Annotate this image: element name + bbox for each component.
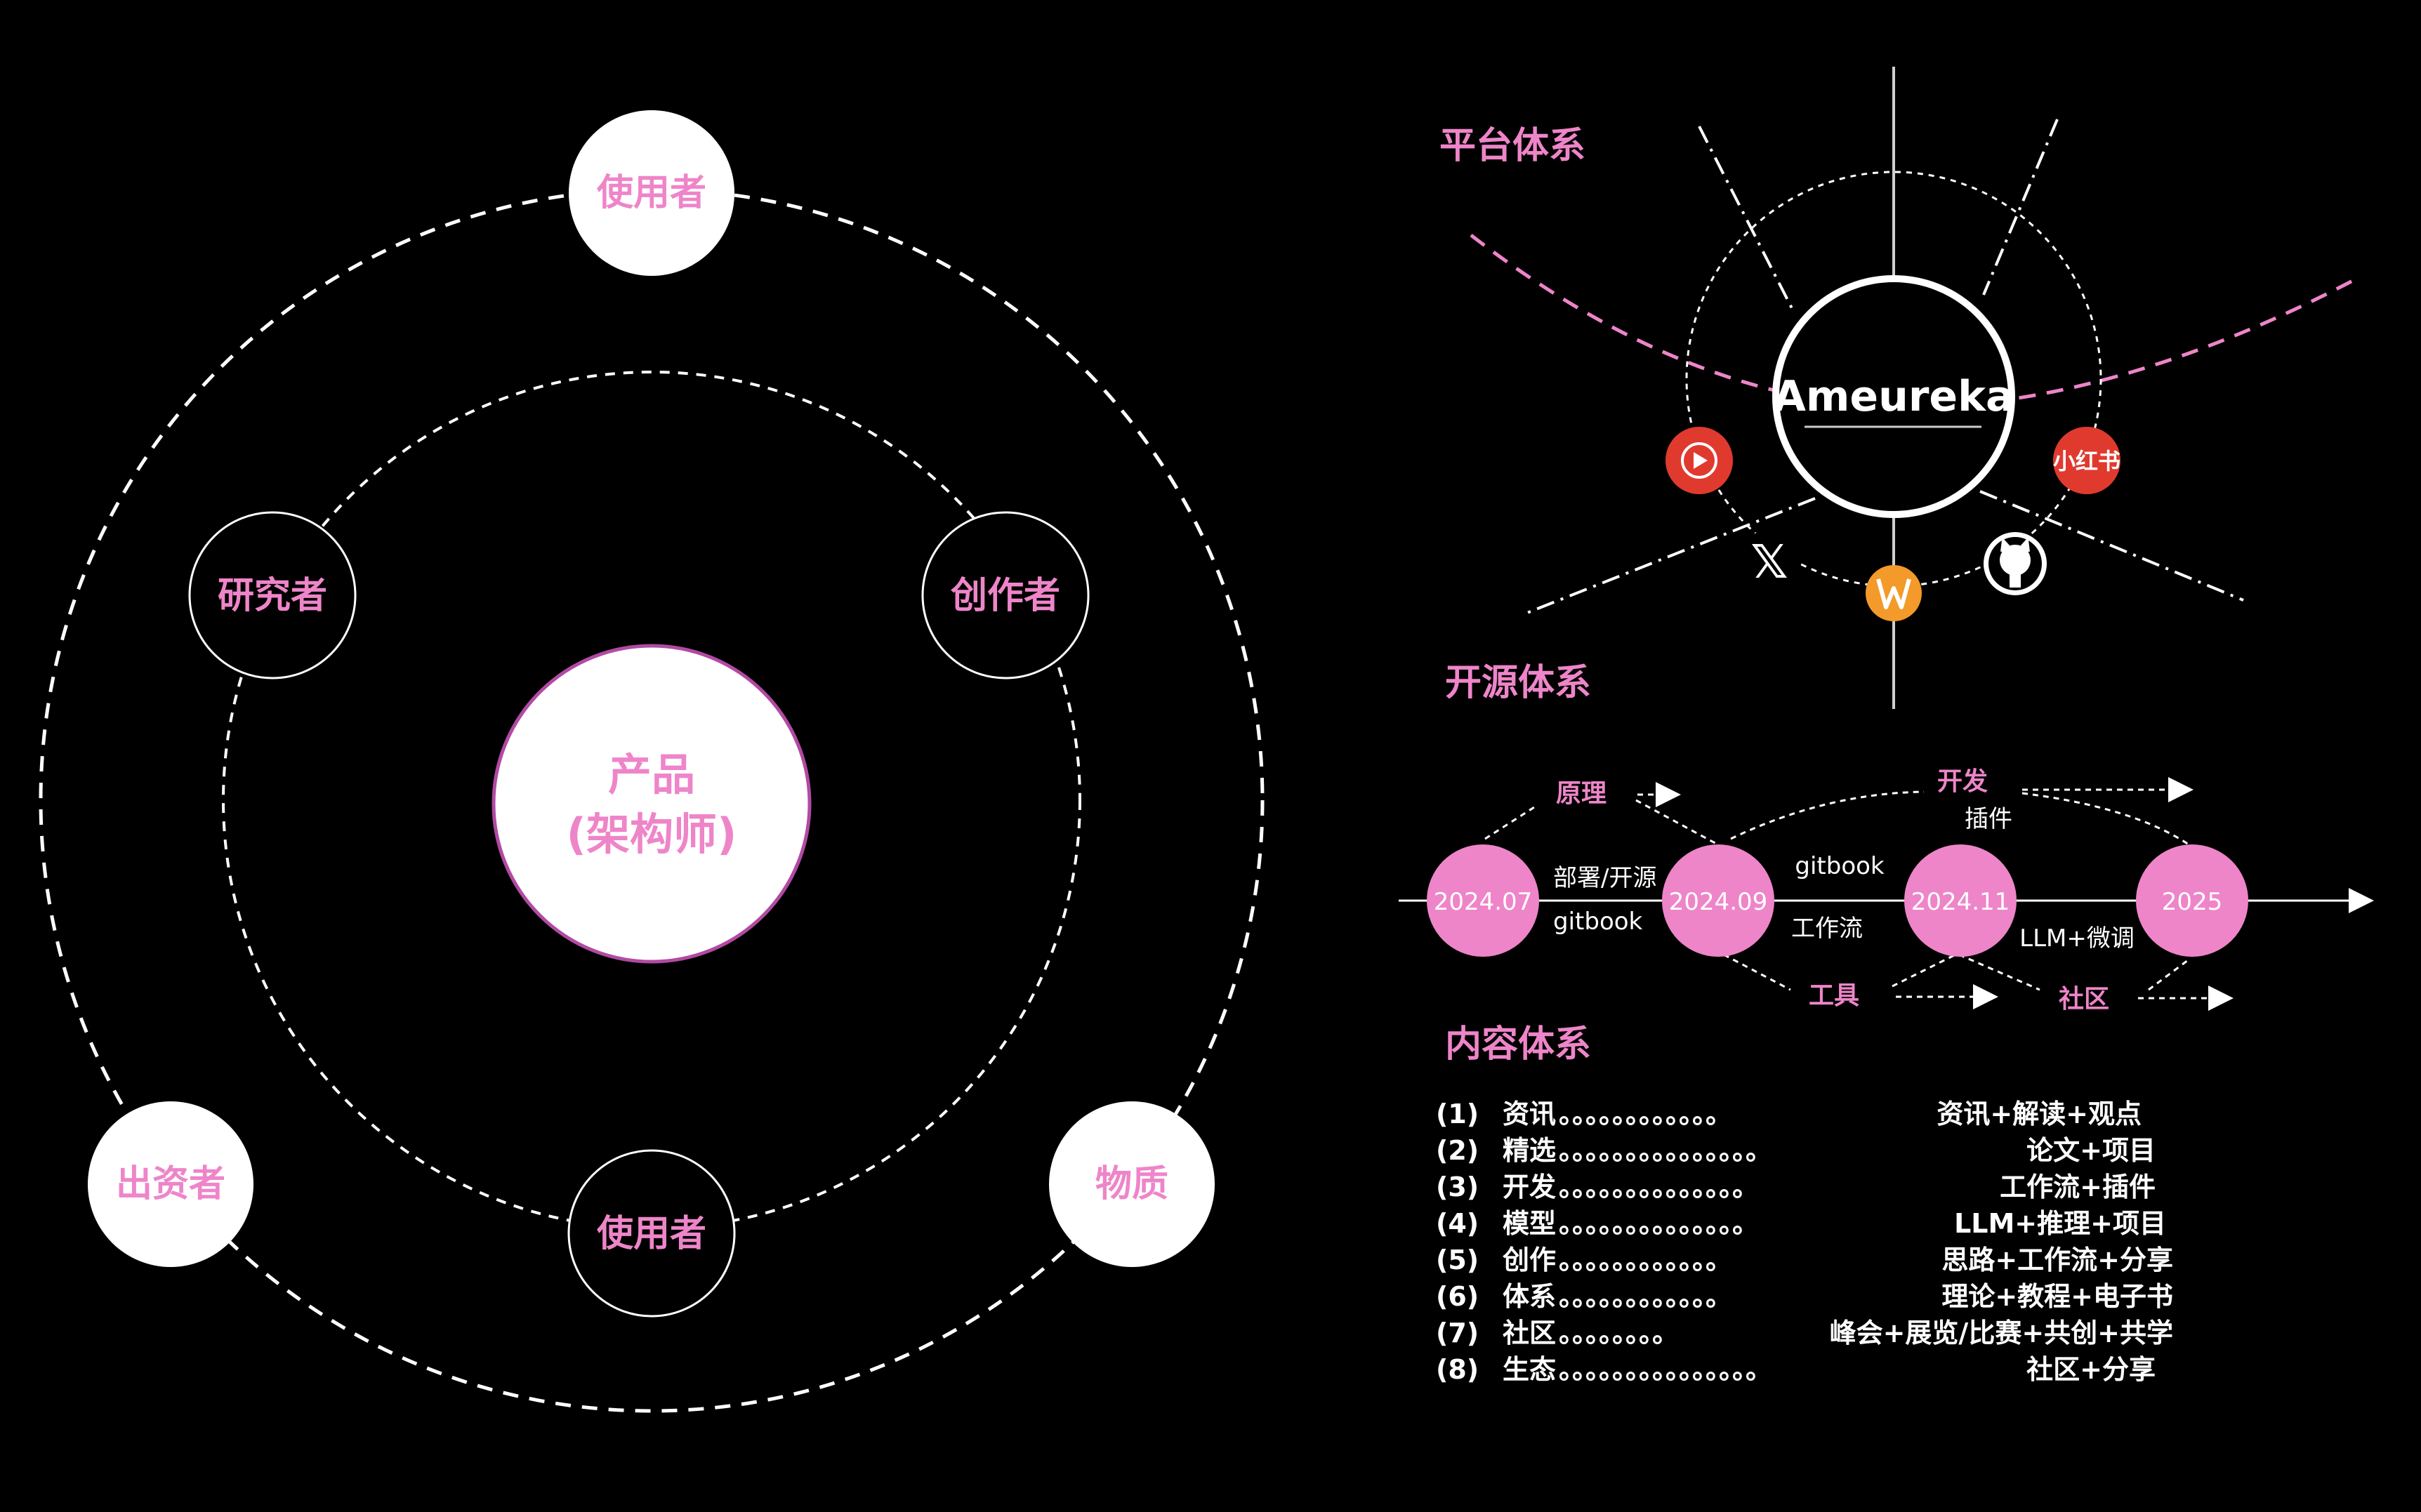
xiaohongshu-icon[interactable]: 小红书 [2053,427,2120,494]
milestone-4 [2136,844,2248,957]
outer-node-top-label: 使用者 [596,172,706,214]
ray-bottom-left [1523,497,1816,616]
connector-tools-left [1723,953,1791,991]
content-title: 内容体系 [1445,1023,1591,1066]
lightning-icon[interactable] [1866,565,1922,621]
ray-top-left [1698,126,1795,313]
content-item-7-dots: 。。。。。。。。 [1559,1318,1679,1348]
content-item-5-desc: 思路+工作流+分享 [1941,1245,2173,1275]
connector-principle-left [1484,806,1535,840]
ray-top-right [1982,119,2059,296]
content-item-5-num: (5) [1436,1245,1479,1275]
content-item-2-dots: 。。。。。。。。。。。。。。。 [1559,1135,1772,1166]
opensource-title: 开源体系 [1445,662,1591,704]
content-item-8-num: (8) [1436,1354,1479,1385]
content-item-4-num: (4) [1436,1208,1479,1239]
content-section: 内容体系 (1) 资讯 。。。。。。。。。。。。 资讯+解读+观点 (2) 精选… [1436,1023,2173,1385]
content-item-3-desc: 工作流+插件 [2000,1172,2156,1202]
outer-node-left-label: 出资者 [116,1163,225,1205]
inner-node-left-label: 研究者 [218,575,327,617]
github-icon[interactable] [1984,532,2047,595]
inner-node-right-label: 创作者 [950,575,1060,617]
content-item-1-name: 资讯 [1503,1099,1556,1129]
milestone-1-label: 2024.07 [1434,888,1533,916]
content-item-2-name: 精选 [1503,1135,1556,1166]
product-label-line1: 产品 [608,749,695,800]
label-plugin: 插件 [1965,805,2012,833]
connector-community-right [2148,957,2191,991]
label-tools: 工具 [1809,981,1859,1010]
content-item-8-dots: 。。。。。。。。。。。。。。。 [1559,1354,1772,1385]
content-item-6-dots: 。。。。。。。。。。。。 [1559,1281,1732,1312]
content-item-2-desc: 论文+项目 [2026,1135,2156,1166]
content-item-1-desc: 资讯+解读+观点 [1937,1099,2142,1129]
product-circle [492,644,812,964]
content-item-1-num: (1) [1436,1099,1479,1129]
xiaohongshu-icon-label: 小红书 [2053,448,2120,475]
content-item-6-name: 体系 [1503,1281,1556,1312]
content-item-3-dots: 。。。。。。。。。。。。。。 [1559,1172,1759,1202]
svg-text:𝕏: 𝕏 [1750,535,1788,589]
milestone-2-label: 2024.09 [1669,888,1768,916]
ecosystem-diagram: 产品 (架构师) 使用者 出资者 物质 研究者 创作者 使用者 [39,110,1265,1413]
content-item-5-name: 创作 [1503,1245,1556,1275]
content-item-4-name: 模型 [1503,1208,1556,1239]
platform-title: 平台体系 [1439,125,1585,167]
platform-section: 平台体系 Ameureka 小红书 𝕏 [1439,67,2361,709]
content-item-7-desc: 峰会+展览/比赛+共创+共学 [1830,1318,2173,1348]
label-gitbook-1: gitbook [1553,908,1643,936]
milestone-3 [1904,844,2017,957]
label-gitbook-2: gitbook [1795,852,1885,880]
content-item-6-desc: 理论+教程+电子书 [1941,1281,2173,1312]
ray-bottom-right [1979,490,2244,602]
product-label-line2: (架构师) [567,809,737,860]
milestone-2 [1662,844,1774,957]
content-item-3-num: (3) [1436,1172,1479,1202]
content-item-7-num: (7) [1436,1318,1479,1348]
outer-node-right-label: 物质 [1095,1163,1168,1205]
content-item-7-name: 社区 [1503,1318,1556,1348]
connector-tools-right [1892,950,1963,988]
content-item-2-num: (2) [1436,1135,1479,1166]
outer-node-right [1049,1101,1215,1267]
inner-orbit [222,371,1081,1230]
connector-develop-left [1730,790,1925,840]
milestone-1 [1427,844,1539,957]
content-list: (1) 资讯 。。。。。。。。。。。。 资讯+解读+观点 (2) 精选 。。。。… [1436,1099,2173,1385]
milestone-4-label: 2025 [2162,888,2223,916]
content-item-4-desc: LLM+推理+项目 [1954,1208,2166,1239]
content-item-5-dots: 。。。。。。。。。。。。 [1559,1245,1732,1275]
inner-node-right [921,511,1090,679]
youtube-icon[interactable] [1665,427,1733,494]
brand-circle [1772,275,2015,518]
inner-node-left [188,511,357,679]
milestone-3-label: 2024.11 [1911,888,2010,916]
opensource-section: 开源体系 2024.07 2024.09 2024.11 2025 原理 部署/… [1399,662,2374,1014]
brand-name: Ameureka [1773,372,2014,421]
label-workflow: 工作流 [1791,915,1863,943]
label-principle: 原理 [1556,779,1607,808]
label-develop: 开发 [1937,767,1988,796]
connector-principle-right [1635,799,1721,847]
outer-node-top [569,110,734,276]
label-community: 社区 [2059,985,2109,1014]
inner-node-bottom [567,1149,736,1318]
x-icon[interactable]: 𝕏 [1738,530,1801,593]
content-item-1-dots: 。。。。。。。。。。。。 [1559,1099,1732,1129]
platform-orbit [1685,171,2102,588]
label-llm-finetune: LLM+微调 [2019,924,2135,953]
outer-node-left [88,1101,253,1267]
connector-develop-right [2021,792,2191,847]
label-deploy: 部署/开源 [1553,864,1656,892]
outer-orbit [39,187,1265,1413]
inner-node-bottom-label: 使用者 [596,1213,706,1255]
content-item-4-dots: 。。。。。。。。。。。。。。 [1559,1208,1759,1239]
content-item-8-desc: 社区+分享 [2026,1354,2156,1385]
content-item-3-name: 开发 [1503,1172,1556,1202]
content-item-6-num: (6) [1436,1281,1479,1312]
connector-community-left [1958,953,2040,991]
content-item-8-name: 生态 [1503,1354,1556,1385]
